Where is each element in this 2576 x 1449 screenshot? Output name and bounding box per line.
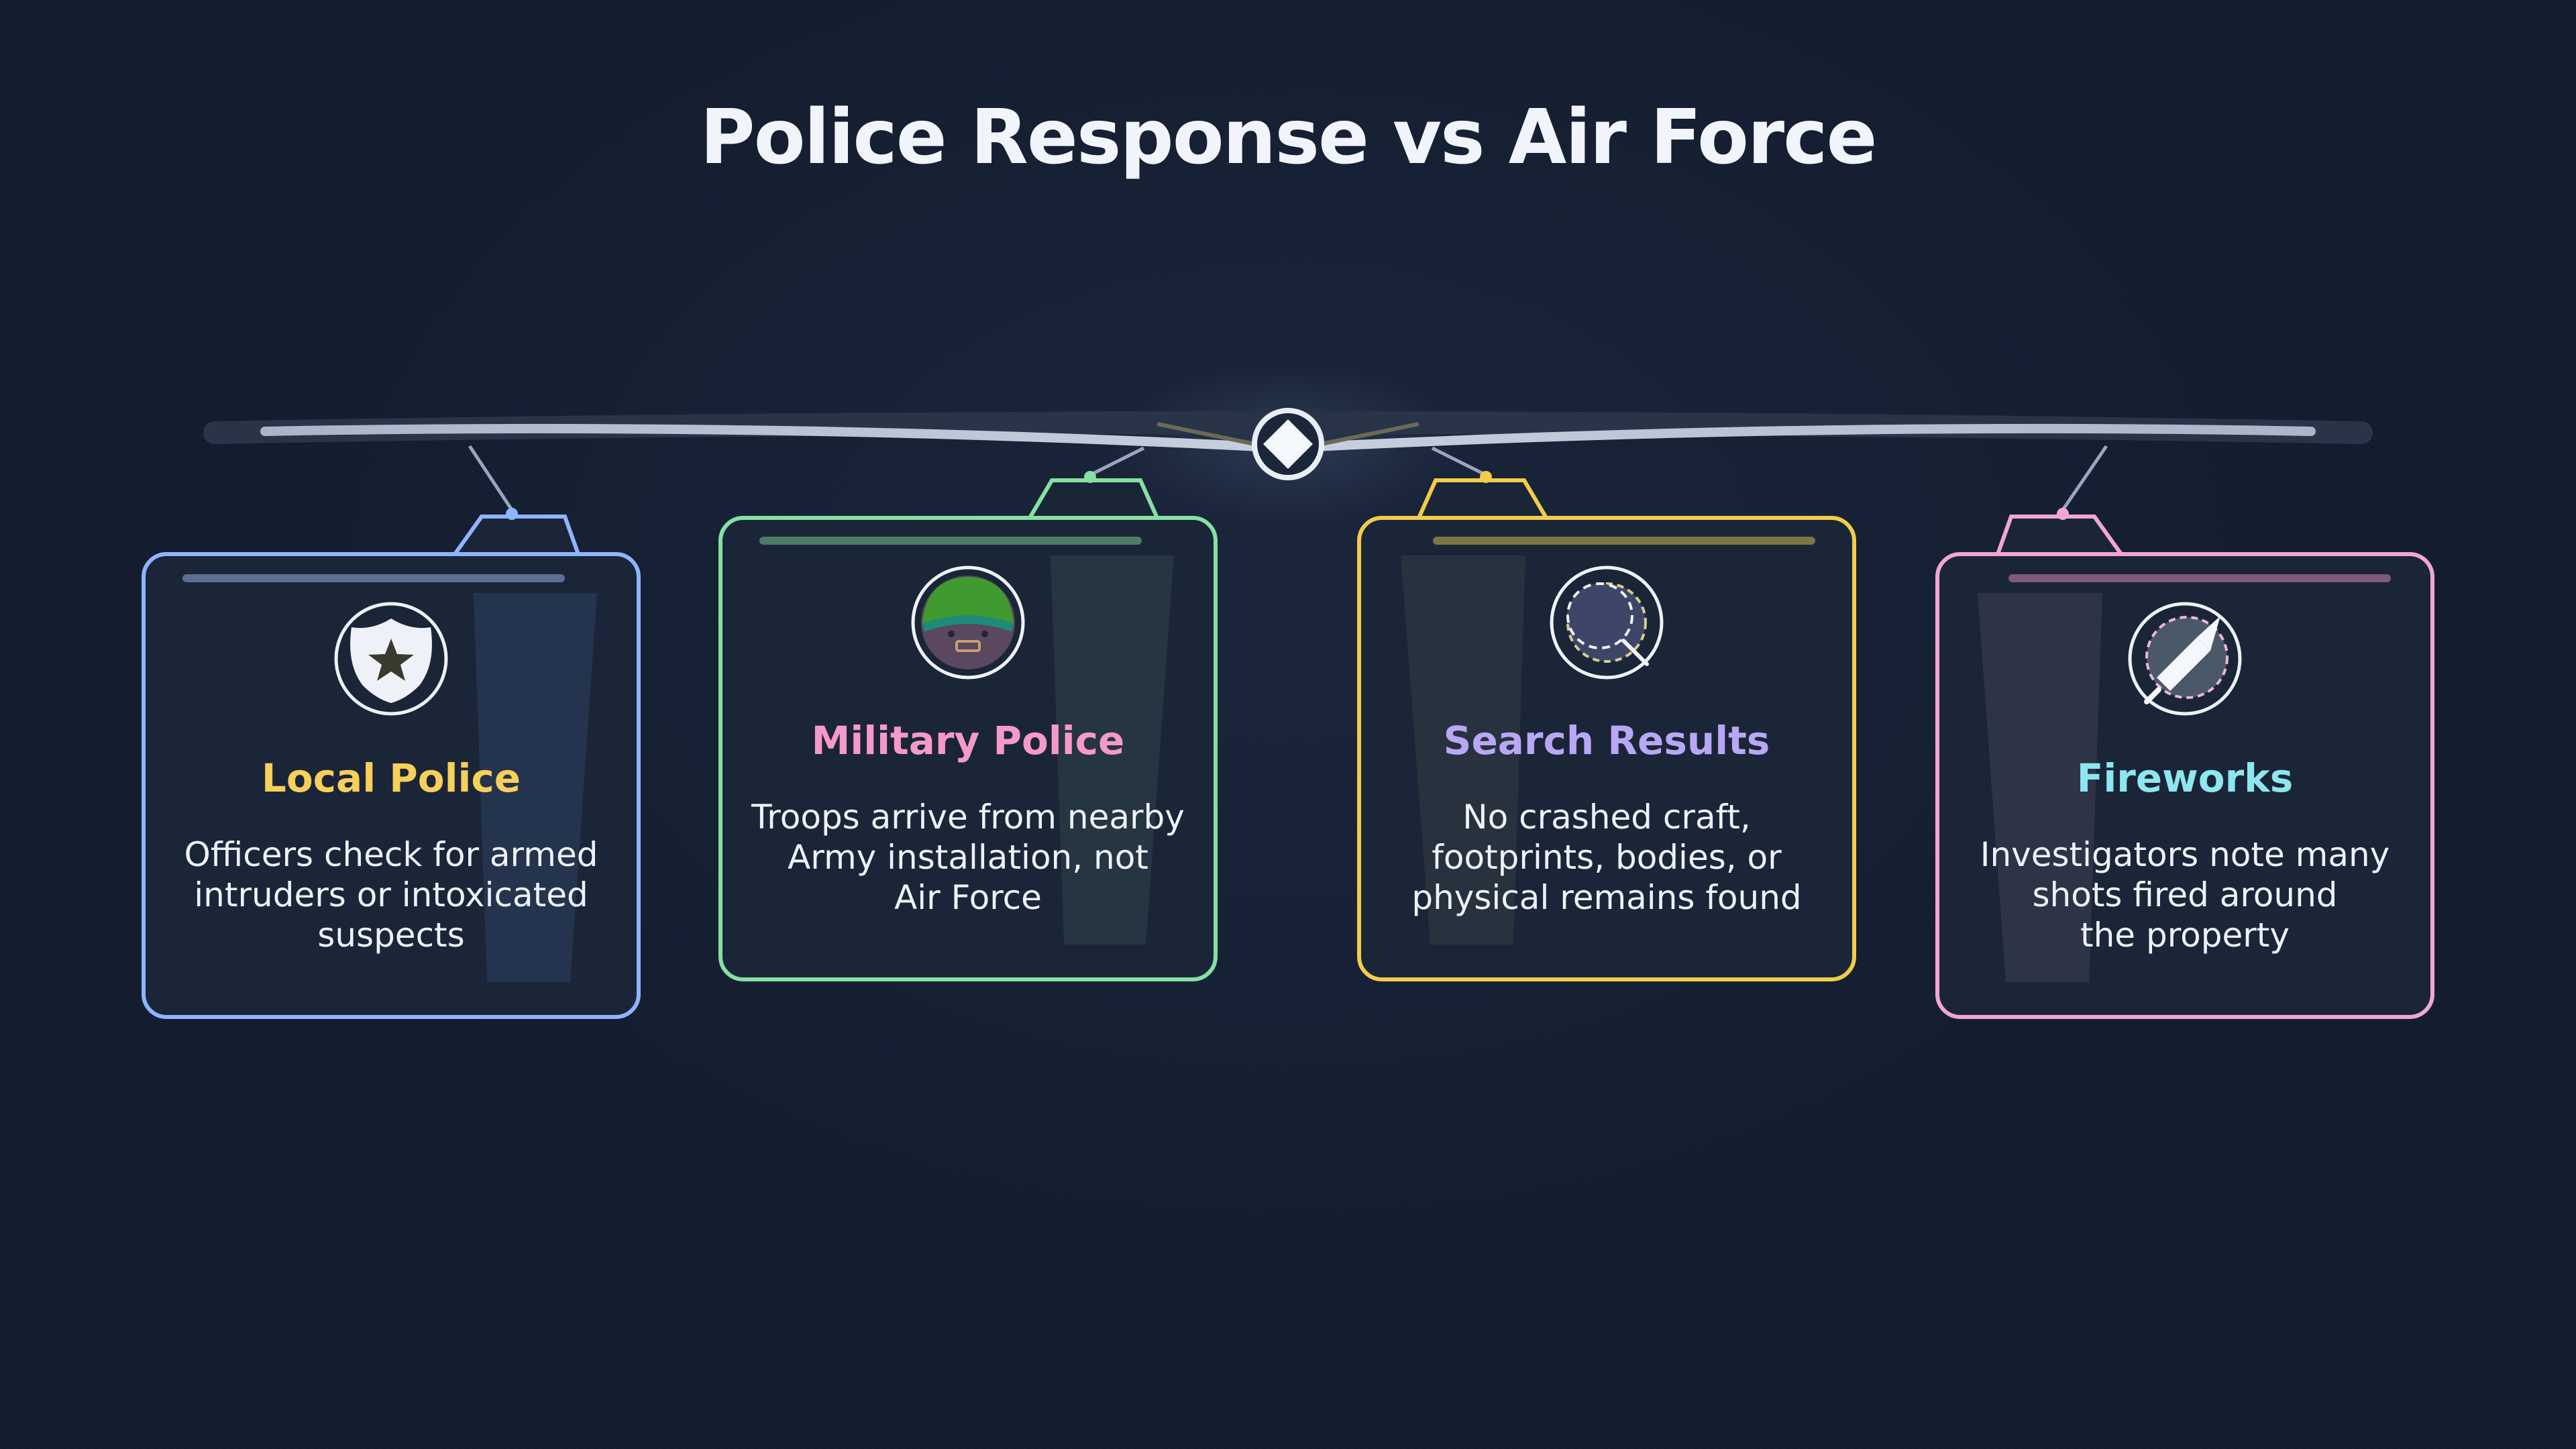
hanger-knot	[2057, 508, 2069, 520]
card-description: Investigators note many shots fired arou…	[1964, 835, 2406, 955]
card-tab	[451, 515, 582, 556]
card-light-beam	[1401, 555, 1525, 945]
card-description: Troops arrive from nearby Army installat…	[747, 797, 1189, 918]
card-top-bar	[759, 537, 1142, 545]
desc-line: shots fired around	[2032, 875, 2338, 914]
pivot-diamond-icon	[1252, 408, 1324, 480]
card-fireworks	[1935, 508, 2434, 1019]
magnifier-icon	[1550, 566, 1664, 680]
card-tab	[1026, 478, 1161, 520]
card-tab	[1994, 515, 2125, 556]
card-search-results	[1357, 471, 1856, 981]
card-search-results-text: Search Results No crashed craft, footpri…	[1359, 518, 1854, 979]
page-title: Police Response vs Air Force	[700, 94, 1878, 181]
soldier-helmet-icon	[911, 566, 1025, 680]
card-local-police-text: Local Police Officers check for armed in…	[144, 554, 639, 1017]
card-military-police-text: Military Police Troops arrive from nearb…	[720, 518, 1216, 979]
hanger-string-2	[1089, 446, 1145, 477]
card-title: Fireworks	[2076, 755, 2294, 801]
desc-line: footprints, bodies, or	[1432, 838, 1782, 877]
hanger-knot	[506, 508, 518, 520]
card-local-police	[142, 508, 641, 1019]
desc-line: Investigators note many	[1980, 835, 2390, 874]
desc-line: suspects	[317, 916, 465, 955]
desc-line: physical remains found	[1411, 878, 1802, 917]
hanger-string-1	[468, 445, 514, 511]
card-light-beam	[1978, 593, 2102, 982]
desc-line: No crashed craft,	[1462, 798, 1751, 837]
card-title: Military Police	[811, 718, 1125, 763]
card-top-bar	[2008, 574, 2391, 582]
card-top-bar	[1433, 537, 1815, 545]
card-description: No crashed craft, footprints, bodies, or…	[1386, 797, 1827, 918]
hanger-knot	[1480, 471, 1492, 483]
card-top-bar	[182, 574, 565, 582]
hanger-string-4	[2061, 445, 2108, 511]
firework-rocket-icon	[2128, 602, 2242, 716]
desc-line: Army installation, not	[788, 838, 1148, 877]
desc-line: Air Force	[894, 878, 1042, 917]
card-description: Officers check for armed intruders or in…	[170, 835, 612, 955]
desc-line: the property	[2080, 916, 2290, 955]
card-fireworks-text: Fireworks Investigators note many shots …	[1937, 554, 2432, 1017]
card-tab	[1415, 478, 1550, 520]
desc-line: Officers check for armed	[184, 835, 598, 874]
desc-line: Troops arrive from nearby	[751, 798, 1185, 837]
card-military-police	[718, 471, 1218, 981]
card-title: Search Results	[1443, 718, 1770, 763]
police-badge-icon	[334, 602, 448, 716]
card-light-beam	[474, 593, 597, 982]
card-title: Local Police	[261, 755, 521, 801]
desc-line: intruders or intoxicated	[194, 875, 588, 914]
hanger-string-3	[1431, 446, 1487, 477]
hanger-knot	[1084, 471, 1096, 483]
card-light-beam	[1051, 555, 1174, 945]
